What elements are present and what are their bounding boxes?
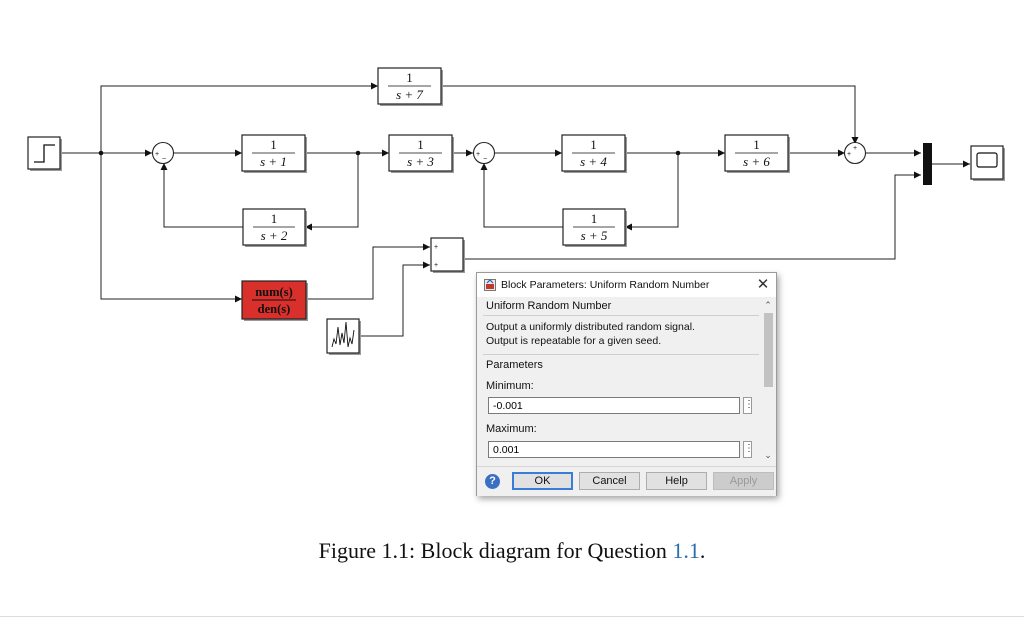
random-number-source-icon[interactable] xyxy=(326,318,361,355)
cancel-button[interactable]: Cancel xyxy=(579,472,640,490)
description-line-2: Output is repeatable for a given seed. xyxy=(486,335,662,347)
sum-block-2[interactable]: + − xyxy=(472,141,496,165)
sum-block-1[interactable]: + − xyxy=(151,141,175,165)
tf-s4-denominator: s + 4 xyxy=(580,154,607,169)
description-line-1: Output a uniformly distributed random si… xyxy=(486,321,695,333)
minimum-options-icon[interactable]: ⋮ xyxy=(743,397,754,414)
maximum-label: Maximum: xyxy=(486,423,537,435)
scroll-up-icon[interactable]: ⌃ xyxy=(764,300,772,310)
step-source-icon[interactable] xyxy=(27,136,62,171)
help-icon[interactable]: ? xyxy=(485,474,500,489)
group-divider xyxy=(483,315,759,316)
tf-s5-numerator: 1 xyxy=(591,211,598,226)
tf-s6-denominator: s + 6 xyxy=(743,154,770,169)
tf-s2-numerator: 1 xyxy=(271,211,278,226)
simulink-app-icon xyxy=(484,279,496,291)
generic-transfer-fcn-block[interactable]: num(s) den(s) xyxy=(241,280,308,321)
minimum-field[interactable] xyxy=(488,397,740,414)
tf-s4-numerator: 1 xyxy=(590,137,597,152)
tf-s3-denominator: s + 3 xyxy=(407,154,434,169)
tf-s1-denominator: s + 1 xyxy=(260,154,287,169)
tf-s7-denominator: s + 7 xyxy=(396,87,423,102)
block-group-title: Uniform Random Number xyxy=(486,300,612,312)
tf-block-s2[interactable]: 1 s + 2 xyxy=(242,208,307,247)
apply-button[interactable]: Apply xyxy=(713,472,774,490)
wire-feedback2 xyxy=(625,153,679,231)
sum-block-3[interactable]: + + xyxy=(843,141,867,165)
help-button[interactable]: Help xyxy=(646,472,707,490)
wire-bottom-branch xyxy=(100,153,242,303)
group-divider xyxy=(483,354,759,355)
tf-block-s1[interactable]: 1 s + 1 xyxy=(241,134,307,173)
dialog-content: Uniform Random Number Output a uniformly… xyxy=(481,299,761,461)
tf-block-s6[interactable]: 1 s + 6 xyxy=(724,134,790,173)
svg-text:−: − xyxy=(483,156,487,163)
wire-feedback1 xyxy=(305,153,359,231)
mux-bar-icon[interactable] xyxy=(923,143,932,185)
svg-text:+: + xyxy=(853,145,857,152)
svg-text:+: + xyxy=(155,151,159,158)
tf-block-s5[interactable]: 1 s + 5 xyxy=(562,208,627,247)
tf-block-s3[interactable]: 1 s + 3 xyxy=(388,134,454,173)
generic-tf-numerator: num(s) xyxy=(255,285,293,299)
caption-question-link[interactable]: 1.1 xyxy=(672,538,700,563)
wire-noise-to-sum4 xyxy=(359,261,430,337)
tf-s2-denominator: s + 2 xyxy=(261,228,288,243)
generic-tf-denominator: den(s) xyxy=(258,302,291,316)
tf-s5-denominator: s + 5 xyxy=(581,228,608,243)
dialog-scrollbar[interactable]: ⌃ ⌄ xyxy=(762,299,774,461)
svg-text:−: − xyxy=(162,156,166,163)
close-icon[interactable]: ✕ xyxy=(756,276,770,293)
scrollbar-thumb[interactable] xyxy=(764,313,773,387)
page-bottom-rule xyxy=(0,616,1024,617)
junction-dots xyxy=(98,150,681,156)
svg-text:+: + xyxy=(847,151,851,158)
minimum-label: Minimum: xyxy=(486,380,534,392)
svg-text:+: + xyxy=(434,244,438,251)
wire-sum4-to-mux xyxy=(463,171,921,260)
figure-caption: Figure 1.1: Block diagram for Question 1… xyxy=(0,538,1024,564)
wire-s7-to-sum3 xyxy=(441,85,859,144)
dialog-footer: ? OK Cancel Help Apply xyxy=(477,466,776,496)
wire-s5-to-sum2 xyxy=(480,163,563,228)
maximum-field[interactable] xyxy=(488,441,740,458)
signal-wires xyxy=(60,82,970,337)
scroll-down-icon[interactable]: ⌄ xyxy=(764,450,772,460)
tf-s1-numerator: 1 xyxy=(270,137,277,152)
tf-block-s4[interactable]: 1 s + 4 xyxy=(561,134,627,173)
tf-s7-numerator: 1 xyxy=(406,70,413,85)
svg-text:+: + xyxy=(476,151,480,158)
block-description: Output a uniformly distributed random si… xyxy=(486,320,756,348)
tf-block-s7[interactable]: 1 s + 7 xyxy=(377,67,443,106)
wire-tf-to-sum4 xyxy=(306,243,430,300)
ok-button[interactable]: OK xyxy=(512,472,573,490)
maximum-options-icon[interactable]: ⋮ xyxy=(743,441,754,458)
dialog-title: Block Parameters: Uniform Random Number xyxy=(501,279,710,291)
caption-text: Figure 1.1: Block diagram for Question xyxy=(318,538,673,563)
parameters-group-title: Parameters xyxy=(486,359,543,371)
tf-s6-numerator: 1 xyxy=(753,137,760,152)
caption-period: . xyxy=(699,538,706,563)
tf-s3-numerator: 1 xyxy=(417,137,424,152)
svg-text:+: + xyxy=(434,262,438,269)
wire-s2-to-sum1 xyxy=(160,163,243,228)
sum-block-4[interactable]: + + xyxy=(430,237,465,273)
scope-icon[interactable] xyxy=(970,145,1005,181)
dialog-titlebar[interactable]: Block Parameters: Uniform Random Number … xyxy=(477,273,776,297)
block-parameters-dialog: Block Parameters: Uniform Random Number … xyxy=(476,272,777,496)
wire-top-branch xyxy=(100,82,378,153)
